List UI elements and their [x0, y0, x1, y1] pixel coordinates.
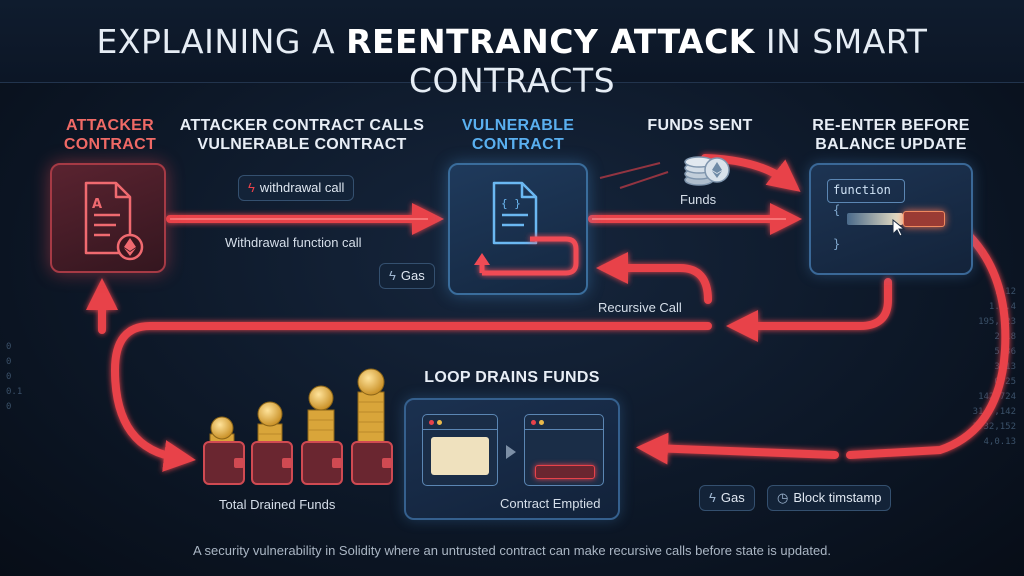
code-open-brace: {	[833, 203, 841, 217]
coin-stack-icon	[684, 156, 730, 186]
clock-icon: ◷	[777, 490, 789, 505]
code-function-keyword: function	[833, 183, 891, 197]
recursive-call-label: Recursive Call	[598, 300, 682, 315]
coin-stack-icon	[209, 368, 385, 445]
title-bar	[0, 0, 1024, 83]
block-timestamp-chip: ◷Block timstamp	[767, 485, 892, 511]
contract-full-window	[422, 414, 498, 486]
arrow-to-loop	[636, 432, 839, 465]
step-loop-label: LOOP DRAINS FUNDS	[424, 369, 600, 386]
lightning-icon: ϟ	[389, 268, 396, 283]
withdrawal-function-call-label: Withdrawal function call	[225, 235, 362, 250]
contract-emptied-label: Contract Emptied	[500, 496, 601, 511]
arrow-recursive-call	[596, 252, 712, 304]
funds-label: Funds	[680, 192, 717, 207]
balance-update-bar	[903, 211, 945, 227]
footer-description: A security vulnerability in Solidity whe…	[192, 543, 832, 558]
cursor-icon	[892, 219, 906, 237]
page-title: EXPLAINING A REENTRANCY ATTACK IN SMART …	[96, 22, 928, 100]
highlight-bar	[847, 213, 903, 225]
document-ethereum-icon: A	[84, 181, 144, 261]
wallet-icon	[203, 441, 393, 485]
reenter-box: function { }	[809, 163, 973, 275]
loop-drains-funds-box: Contract Emptied	[404, 398, 620, 520]
attacker-contract-box: A	[50, 163, 166, 273]
lightning-icon: ϟ	[709, 490, 716, 505]
step-funds-sent-label: FUNDS SENT	[647, 117, 753, 134]
drained-funds-wallets	[203, 368, 393, 485]
contract-empty-window	[524, 414, 604, 486]
lightning-icon: ϟ	[248, 180, 255, 195]
arrow-right-icon	[506, 445, 516, 459]
code-close-brace: }	[833, 237, 841, 251]
code-document-icon: { }	[474, 181, 579, 276]
arrow-reenter-back	[726, 278, 892, 342]
svg-text:{ }: { }	[501, 197, 521, 210]
function-keyword-frame	[827, 179, 905, 203]
svg-text:A: A	[92, 197, 102, 212]
background-numbers-left: 0 0 0 0.1 0	[6, 342, 23, 412]
total-drained-funds-label: Total Drained Funds	[219, 497, 336, 512]
vulnerable-contract-box: { }	[448, 163, 588, 295]
arrow-left-loop	[110, 322, 712, 472]
arrow-right-arc	[846, 214, 1010, 459]
